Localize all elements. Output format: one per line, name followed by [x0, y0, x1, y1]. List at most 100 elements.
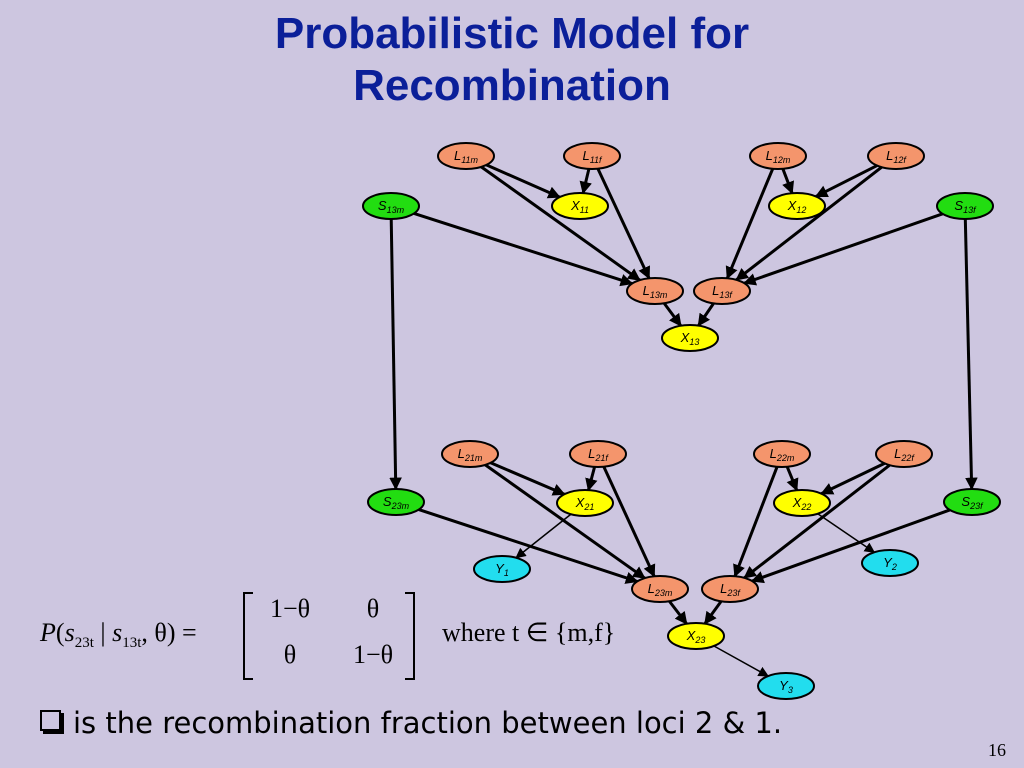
- node-shape-L11m: [437, 142, 495, 170]
- edge-L23f-X23: [703, 600, 723, 625]
- node-L22m: L22m: [753, 440, 811, 468]
- node-label-L21m: L21m: [458, 446, 483, 463]
- formula-p: P: [40, 618, 56, 647]
- node-L13f: L13f: [693, 277, 751, 305]
- edge-L12m-X12: [781, 168, 794, 195]
- node-X13: X13: [661, 324, 719, 352]
- node-label-X21: X21: [575, 495, 595, 512]
- node-label-L11f: L11f: [582, 148, 603, 165]
- edge-layer: [389, 163, 978, 677]
- edge-S23f-L23f: [750, 508, 951, 584]
- node-label-Y1: Y1: [495, 561, 509, 578]
- formula-sub-parent: 13t: [122, 635, 142, 652]
- node-label-L23m: L23m: [648, 581, 673, 598]
- slide-title-line-1: Probabilistic Model for: [274, 9, 750, 58]
- edge-L21f-L23m: [602, 466, 656, 578]
- node-shape-X13: [661, 324, 719, 352]
- node-L11f: L11f: [563, 142, 621, 170]
- edge-L22f-X22: [820, 461, 886, 496]
- edge-L13f-X13: [697, 302, 715, 327]
- node-L23f: L23f: [701, 575, 759, 603]
- node-Y3: Y3: [757, 672, 815, 700]
- formula-where-clause: where t ∈ {m,f}: [442, 618, 616, 647]
- node-S13m: S13m: [362, 192, 420, 220]
- node-label-L12f: L12f: [886, 148, 907, 165]
- edge-L11f-L13m: [596, 168, 651, 280]
- node-shape-S23m: [367, 488, 425, 516]
- conditional-probability-formula: P(s23t | s13t, θ) = 1−θ θ θ 1−θ where t …: [40, 588, 660, 680]
- node-shape-X12: [768, 192, 826, 220]
- edge-X22-Y2: [817, 513, 876, 553]
- edge-S13f-L13f: [743, 212, 944, 286]
- formula-lhs: P(s23t | s13t, θ) =: [40, 618, 197, 652]
- node-label-X22: X22: [792, 495, 812, 512]
- node-L13m: L13m: [626, 277, 684, 305]
- formula-sub-child: 23t: [74, 635, 94, 652]
- node-Y1: Y1: [473, 555, 531, 583]
- node-label-L11m: L11m: [454, 148, 479, 165]
- node-label-L21f: L21f: [588, 446, 609, 463]
- edge-S23m-L23m: [418, 508, 639, 584]
- node-S13f: S13f: [936, 192, 994, 220]
- node-label-X11: X11: [570, 198, 589, 215]
- edge-L11m-L13m: [480, 165, 641, 282]
- caption: is the recombination fraction between lo…: [40, 706, 782, 740]
- matrix-cell-11: 1−θ: [269, 594, 311, 623]
- node-shape-L12f: [867, 142, 925, 170]
- edge-L22m-L23f: [733, 466, 779, 578]
- node-L11m: L11m: [437, 142, 495, 170]
- edge-L12f-X12: [814, 164, 878, 198]
- edge-X21-Y1: [515, 513, 572, 559]
- matrix-cell-12: θ: [366, 594, 380, 623]
- node-X12: X12: [768, 192, 826, 220]
- node-shape-L22m: [753, 440, 811, 468]
- matrix-right-bracket: [405, 592, 415, 680]
- node-S23f: S23f: [943, 488, 1001, 516]
- edge-S13f-S23f: [963, 218, 978, 491]
- node-S23m: S23m: [367, 488, 425, 516]
- matrix-left-bracket: [243, 592, 253, 680]
- node-L21m: L21m: [441, 440, 499, 468]
- node-label-Y3: Y3: [779, 678, 793, 695]
- node-shape-L22f: [875, 440, 933, 468]
- node-L23m: L23m: [631, 575, 689, 603]
- edge-L21m-X21: [490, 461, 566, 496]
- node-shape-L23m: [631, 575, 689, 603]
- matrix-cell-21: θ: [283, 640, 297, 669]
- node-label-X12: X12: [787, 198, 807, 215]
- slide-title-line-2: Recombination: [353, 61, 671, 110]
- edge-L21m-L23m: [484, 463, 646, 580]
- edge-L12m-L13f: [725, 168, 775, 280]
- node-shape-X22: [773, 489, 831, 517]
- node-label-L13f: L13f: [712, 283, 733, 300]
- caption-text: is the recombination fraction between lo…: [73, 706, 783, 740]
- node-shape-L21m: [441, 440, 499, 468]
- node-label-S23f: S23f: [961, 494, 984, 511]
- node-label-X23: X23: [686, 628, 706, 645]
- node-L12f: L12f: [867, 142, 925, 170]
- node-L22f: L22f: [875, 440, 933, 468]
- edge-L21f-X21: [585, 466, 598, 492]
- node-label-L22m: L22m: [770, 446, 795, 463]
- formula-s-parent: s: [112, 618, 123, 647]
- node-L12m: L12m: [749, 142, 807, 170]
- edge-X23-Y3: [713, 645, 769, 677]
- node-label-L22f: L22f: [894, 446, 915, 463]
- matrix-cell-22: 1−θ: [352, 640, 394, 669]
- node-shape-Y2: [861, 549, 919, 577]
- edge-L13m-X13: [662, 302, 683, 327]
- edge-L22m-X22: [785, 466, 799, 492]
- node-label-L12m: L12m: [766, 148, 791, 165]
- node-shape-L13f: [693, 277, 751, 305]
- checkbox-bullet-icon: [40, 710, 61, 731]
- edge-S13m-S23m: [389, 218, 402, 491]
- node-X11: X11: [551, 192, 609, 220]
- node-shape-X21: [556, 489, 614, 517]
- node-label-S23m: S23m: [383, 494, 410, 511]
- node-shape-Y1: [473, 555, 531, 583]
- transition-matrix: 1−θ θ θ 1−θ: [243, 592, 415, 680]
- node-X22: X22: [773, 489, 831, 517]
- node-shape-Y3: [757, 672, 815, 700]
